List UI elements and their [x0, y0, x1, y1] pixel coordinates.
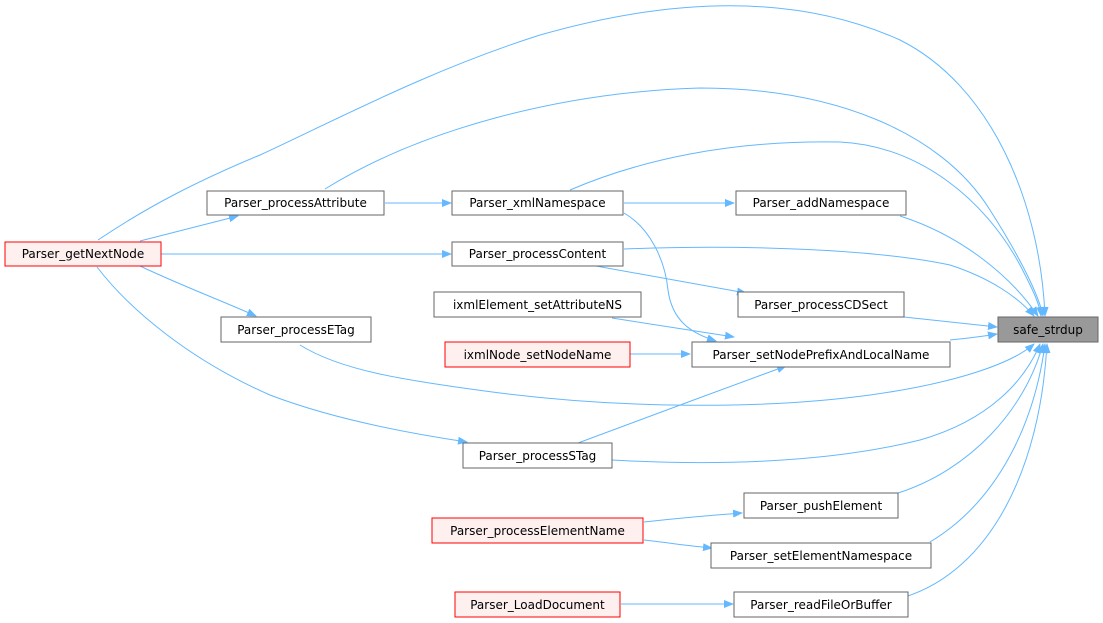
node-parser-processcontent[interactable]: Parser_processContent	[451, 241, 624, 267]
node-parser-processelementname[interactable]: Parser_processElementName	[431, 517, 644, 544]
edge-processElementName-to-setElementNamespace	[643, 539, 713, 552]
edge-xmlNamespace-to-setNodePrefix	[623, 212, 717, 343]
node-parser-readfileorbuffer[interactable]: Parser_readFileOrBuffer	[733, 591, 909, 618]
node-parser-getnextnode[interactable]: Parser_getNextNode	[4, 241, 162, 267]
edge-processElementName-to-pushElement	[643, 509, 743, 523]
edge-processSTag-to-setNodePrefix	[577, 365, 787, 444]
node-label: Parser_processContent	[469, 247, 607, 261]
node-label: Parser_LoadDocument	[470, 598, 605, 612]
edge-xmlNamespace-to-safe_strdup	[569, 141, 1045, 317]
node-safe_strdup[interactable]: safe_strdup	[997, 316, 1099, 343]
edge-processSTag-to-safe_strdup	[611, 343, 1041, 464]
node-label: Parser_addNamespace	[753, 196, 890, 210]
node-parser-processetag[interactable]: Parser_processETag	[220, 316, 372, 343]
node-ixmlelement-setattributens[interactable]: ixmlElement_setAttributeNS	[433, 291, 642, 318]
edge-addNamespace-to-safe_strdup	[899, 215, 1039, 317]
node-parser-addnamespace[interactable]: Parser_addNamespace	[735, 190, 907, 216]
edges-layer	[96, 5, 1051, 608]
node-parser-xmlnamespace[interactable]: Parser_xmlNamespace	[451, 190, 624, 216]
nodes-layer: safe_strdup Parser_getNextNode Parser_pr…	[4, 190, 1099, 618]
node-label: Parser_processElementName	[450, 524, 625, 538]
edge-processAttribute-to-safe_strdup	[324, 87, 1046, 317]
node-label: Parser_processAttribute	[224, 196, 367, 210]
node-parser-processattribute[interactable]: Parser_processAttribute	[206, 190, 385, 216]
node-label: ixmlNode_setNodeName	[464, 348, 612, 362]
edge-readFileOrBuffer-to-safe_strdup	[904, 343, 1051, 598]
node-parser-pushelement[interactable]: Parser_pushElement	[743, 492, 899, 519]
edge-setElementNamespace-to-safe_strdup	[929, 343, 1048, 543]
node-label: Parser_xmlNamespace	[469, 196, 605, 210]
node-label: Parser_setElementNamespace	[730, 549, 912, 563]
node-label: Parser_setNodePrefixAndLocalName	[713, 348, 930, 362]
edge-setNodePrefix-to-safe_strdup	[949, 331, 998, 341]
edge-getNextNode-to-processSTag	[96, 266, 468, 445]
node-parser-processstag[interactable]: Parser_processSTag	[462, 442, 613, 469]
node-parser-processcdsect[interactable]: Parser_processCDSect	[737, 291, 905, 318]
node-label: Parser_readFileOrBuffer	[750, 598, 892, 612]
node-parser-setelementnamespace[interactable]: Parser_setElementNamespace	[710, 542, 932, 569]
edge-processContent-to-safe_strdup	[623, 246, 1035, 317]
node-label: Parser_processCDSect	[754, 298, 888, 312]
node-label: Parser_pushElement	[760, 499, 883, 513]
edge-getNextNode-to-processAttribute	[139, 214, 239, 242]
node-label: safe_strdup	[1013, 323, 1083, 337]
edge-setAttributeNS-to-setNodePrefix	[611, 317, 735, 340]
node-ixmlnode-setnodename[interactable]: ixmlNode_setNodeName	[444, 341, 631, 368]
edge-getNextNode-to-processETag	[139, 265, 257, 317]
edge-processCDSect-to-safe_strdup	[903, 316, 998, 330]
node-label: Parser_processETag	[237, 323, 355, 337]
edge-getNextNode-to-safe_strdup	[97, 5, 1049, 317]
node-parser-loaddocument[interactable]: Parser_LoadDocument	[454, 591, 621, 618]
node-parser-setnodeprefixandlocalname[interactable]: Parser_setNodePrefixAndLocalName	[691, 341, 951, 368]
edge-pushElement-to-safe_strdup	[897, 343, 1045, 494]
node-label: Parser_getNextNode	[22, 247, 145, 261]
edge-processContent-to-processCDSect	[595, 265, 747, 296]
node-label: Parser_processSTag	[479, 449, 597, 463]
node-label: ixmlElement_setAttributeNS	[453, 298, 622, 312]
